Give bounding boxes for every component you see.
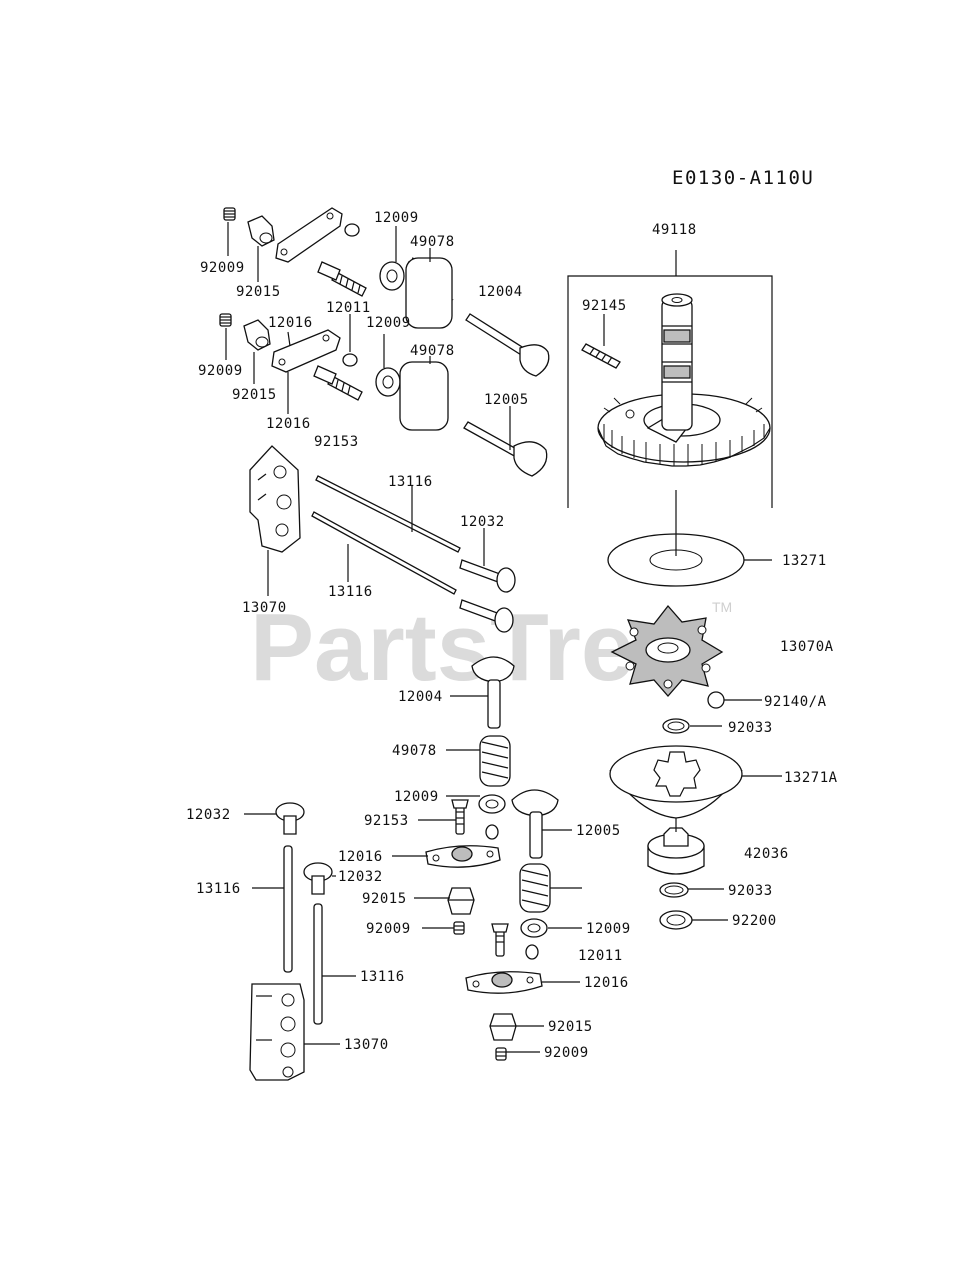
label-49078-c: 49078 bbox=[392, 743, 437, 759]
label-92033-a: 92033 bbox=[728, 720, 773, 736]
circlip-92033-upper bbox=[662, 718, 690, 734]
label-12011-a: 12011 bbox=[326, 300, 371, 316]
retainer-12009-lower-1 bbox=[478, 794, 506, 814]
spider-13070A bbox=[610, 604, 724, 697]
screw-92009-lower-2 bbox=[495, 1047, 507, 1061]
bolt-92153-lower-1 bbox=[451, 799, 469, 835]
rocker-assembly-upper bbox=[223, 207, 367, 297]
label-92009-c: 92009 bbox=[366, 921, 411, 937]
rocker-12016-lower-1 bbox=[425, 845, 501, 868]
nut-92015-lower-2 bbox=[489, 1013, 517, 1041]
label-12004-b: 12004 bbox=[398, 689, 443, 705]
label-92033-b: 92033 bbox=[728, 883, 773, 899]
tappet-12032-lower-1 bbox=[275, 802, 305, 835]
dish-13271A bbox=[609, 745, 743, 819]
tappet-12032-lower-2 bbox=[303, 862, 333, 895]
leader-lines bbox=[225, 222, 782, 1053]
label-12005-b: 12005 bbox=[576, 823, 621, 839]
label-13116-b: 13116 bbox=[328, 584, 373, 600]
washer-92200 bbox=[659, 910, 693, 930]
watermark-tm: TM bbox=[712, 599, 732, 615]
tappets-upper bbox=[459, 559, 516, 633]
valve-12005-lower bbox=[511, 789, 559, 859]
label-12005-a: 12005 bbox=[484, 392, 529, 408]
spring-49078-lower-2 bbox=[519, 863, 551, 913]
cap-12011-1 bbox=[485, 824, 499, 840]
label-12004-a: 12004 bbox=[478, 284, 523, 300]
valve-12004-lower bbox=[471, 656, 515, 729]
plate-13070-upper bbox=[249, 445, 301, 553]
spring-pin-92145 bbox=[581, 343, 621, 369]
retainer-upper-2 bbox=[375, 367, 401, 397]
label-92153-b: 92153 bbox=[364, 813, 409, 829]
valve-upper-1 bbox=[465, 313, 550, 377]
label-42036: 42036 bbox=[744, 846, 789, 862]
label-92015-d: 92015 bbox=[548, 1019, 593, 1035]
label-12016-b: 12016 bbox=[266, 416, 311, 432]
label-12032-a: 12032 bbox=[460, 514, 505, 530]
label-92015-a: 92015 bbox=[236, 284, 281, 300]
label-12009-b: 12009 bbox=[366, 315, 411, 331]
screw-92009-lower-1 bbox=[453, 921, 465, 935]
rocker-12016-lower-2 bbox=[465, 971, 543, 994]
label-92009-b: 92009 bbox=[198, 363, 243, 379]
label-13271: 13271 bbox=[782, 553, 827, 569]
circlip-92033-lower bbox=[659, 882, 689, 898]
push-rods-upper bbox=[311, 475, 461, 595]
label-12032-c: 12032 bbox=[186, 807, 231, 823]
label-12009-d: 12009 bbox=[586, 921, 631, 937]
label-13116-d: 13116 bbox=[360, 969, 405, 985]
label-13116-a: 13116 bbox=[388, 474, 433, 490]
label-49118: 49118 bbox=[652, 222, 697, 238]
label-92153-a: 92153 bbox=[314, 434, 359, 450]
label-92140A: 92140/A bbox=[764, 694, 827, 710]
label-12009-c: 12009 bbox=[394, 789, 439, 805]
push-rod-13116-lower-1 bbox=[283, 845, 293, 973]
ball-92140A bbox=[707, 691, 725, 709]
camshaft-gear-49118 bbox=[597, 293, 771, 467]
label-49078-a: 49078 bbox=[410, 234, 455, 250]
label-13070-a: 13070 bbox=[242, 600, 287, 616]
label-92015-c: 92015 bbox=[362, 891, 407, 907]
label-92009-d: 92009 bbox=[544, 1045, 589, 1061]
nut-92015-lower-1 bbox=[447, 887, 475, 915]
label-92200: 92200 bbox=[732, 913, 777, 929]
diagram-code: E0130-A110U bbox=[672, 167, 814, 189]
label-12032-b: 12032 bbox=[338, 869, 383, 885]
label-13070A: 13070A bbox=[780, 639, 834, 655]
label-92009-a: 92009 bbox=[200, 260, 245, 276]
push-rod-13116-lower-2 bbox=[313, 903, 323, 1025]
hub-42036 bbox=[647, 818, 705, 875]
retainer-upper-1 bbox=[379, 261, 405, 291]
camshaft-bracket bbox=[567, 250, 773, 508]
label-92145: 92145 bbox=[582, 298, 627, 314]
retainer-12009-lower-2 bbox=[520, 918, 548, 938]
part-labels: 92009 92015 12009 49078 12004 12011 1201… bbox=[186, 210, 838, 1061]
cap-12011-2 bbox=[525, 944, 539, 960]
label-12009-a: 12009 bbox=[374, 210, 419, 226]
valve-spring-upper-2 bbox=[399, 361, 449, 431]
label-12016-d: 12016 bbox=[584, 975, 629, 991]
label-92015-b: 92015 bbox=[232, 387, 277, 403]
label-13116-c: 13116 bbox=[196, 881, 241, 897]
rocker-assembly-lower bbox=[219, 313, 363, 401]
washer-13271 bbox=[607, 490, 745, 587]
valve-spring-upper-1 bbox=[405, 257, 454, 329]
valve-upper-2 bbox=[463, 421, 548, 477]
label-13271A: 13271A bbox=[784, 770, 838, 786]
label-13070-b: 13070 bbox=[344, 1037, 389, 1053]
spring-49078-lower-1 bbox=[479, 735, 511, 787]
plate-13070-lower bbox=[249, 983, 305, 1081]
label-12011-b: 12011 bbox=[578, 948, 623, 964]
bolt-92153-lower-2 bbox=[491, 923, 509, 957]
label-49078-b: 49078 bbox=[410, 343, 455, 359]
label-12016-c: 12016 bbox=[338, 849, 383, 865]
label-12016-a: 12016 bbox=[268, 315, 313, 331]
